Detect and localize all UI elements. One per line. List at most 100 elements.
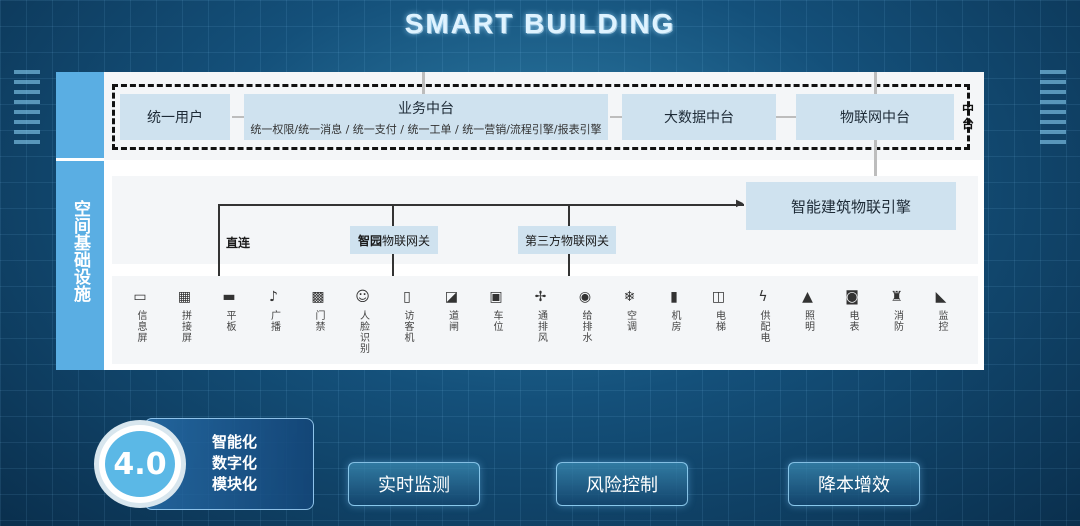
- barrier-gate-icon: ◪: [444, 289, 459, 305]
- smart-park-bold: 智园: [357, 233, 382, 248]
- meter-icon: ◙: [845, 289, 859, 305]
- visitor-machine-icon: ▯: [403, 289, 411, 305]
- device-item: ▩ 门禁: [306, 276, 330, 332]
- engine-connection-line: [218, 204, 744, 206]
- arrow-top-business: [422, 72, 425, 94]
- arrow-business-bigdata: [610, 116, 622, 118]
- arrow-iot-engine: [874, 140, 877, 180]
- middle-platform-label: 中台: [962, 102, 975, 131]
- device-item: ▦ 拼接屏: [173, 276, 197, 343]
- iot-center-label: 物联网中台: [840, 110, 910, 126]
- device-name: 通排风: [535, 310, 547, 343]
- device-item: ❄ 空调: [618, 276, 642, 332]
- device-name: 照明: [802, 310, 814, 332]
- face-recognition-icon: ☺: [355, 289, 370, 305]
- device-item: ϟ 供配电: [751, 276, 775, 343]
- parking-icon: ▣: [489, 289, 503, 305]
- iot-engine-block: 智能建筑物联引擎: [746, 182, 956, 230]
- server-room-icon: ▮: [670, 289, 678, 305]
- device-item: ▯ 访客机: [395, 276, 419, 343]
- badge-line-1: 智能化: [212, 433, 258, 451]
- elevator-icon: ◫: [711, 289, 726, 305]
- device-item: ◫ 电梯: [707, 276, 731, 332]
- water-pump-icon: ◉: [578, 289, 592, 305]
- unified-user-block: 统一用户: [120, 94, 230, 140]
- snowflake-icon: ❄: [623, 289, 636, 305]
- device-item: ✢ 通排风: [529, 276, 553, 343]
- smart-park-rest: 物联网关: [382, 233, 431, 248]
- device-name: 车位: [491, 310, 502, 332]
- business-center-sub-label: 统一权限/统一消息 / 统一支付 / 统一工单 / 统一营销/流程引擎/报表引擎: [250, 122, 602, 136]
- risk-control-button[interactable]: 风险控制: [556, 462, 688, 506]
- device-item: ▣ 车位: [484, 276, 508, 332]
- page-title: SMART BUILDING: [404, 8, 676, 39]
- smart-park-gateway-tag: 智园 物联网关: [350, 226, 438, 254]
- label-divider: [56, 158, 104, 161]
- right-decoration: [1040, 70, 1066, 370]
- device-name: 消防: [891, 310, 903, 332]
- tablet-icon: ▬: [222, 289, 236, 305]
- device-item: ♪ 广播: [262, 276, 286, 332]
- badge-value: 4.0: [105, 431, 175, 497]
- business-center-label: 业务中台: [398, 100, 454, 117]
- fan-icon: ✢: [534, 289, 547, 305]
- device-name: 信息屏: [135, 310, 146, 343]
- space-infrastructure-label: 空间基础设施: [70, 200, 90, 302]
- device-name: 电梯: [713, 310, 725, 332]
- device-name: 供配电: [758, 310, 769, 343]
- device-name: 电表: [847, 310, 858, 332]
- third-party-gateway-tag: 第三方物联网关: [518, 226, 616, 254]
- device-name: 机房: [669, 310, 680, 332]
- device-name: 平板: [224, 310, 235, 332]
- business-center-block: 业务中台 统一权限/统一消息 / 统一支付 / 统一工单 / 统一营销/流程引擎…: [244, 94, 608, 140]
- left-decoration: [14, 70, 40, 370]
- device-item: ◉给排水: [573, 276, 597, 343]
- device-item: ▮ 机房: [662, 276, 686, 332]
- middle-platform-dashed-box: [112, 84, 970, 150]
- device-item: ▬ 平板: [217, 276, 241, 332]
- arrow-user-business: [232, 116, 244, 118]
- arrow-bigdata-iot: [776, 116, 796, 118]
- device-name: 空调: [624, 310, 636, 332]
- engine-arrowhead: ▶: [736, 198, 744, 209]
- version-badge: 4.0 智能化 数字化 模块化: [94, 418, 314, 510]
- unified-user-label: 统一用户: [147, 110, 203, 126]
- qr-code-icon: ▩: [311, 289, 325, 305]
- badge-lines: 智能化 数字化 模块化: [212, 432, 257, 495]
- big-data-label: 大数据中台: [664, 110, 734, 126]
- lamp-icon: ▲: [802, 289, 813, 305]
- device-name: 监控: [936, 310, 947, 332]
- device-item: ◪ 道闸: [440, 276, 464, 332]
- device-name: 广播: [268, 310, 280, 332]
- direct-line: [218, 204, 220, 280]
- device-name: 道闸: [446, 310, 458, 332]
- cost-efficiency-button[interactable]: 降本增效: [788, 462, 920, 506]
- device-name: 访客机: [402, 310, 413, 343]
- device-item: ◙ 电表: [840, 276, 864, 332]
- realtime-monitoring-button[interactable]: 实时监测: [348, 462, 480, 506]
- label-column: 空间基础设施: [56, 72, 104, 370]
- device-name: 拼接屏: [179, 310, 191, 343]
- tiled-screen-icon: ▦: [177, 289, 192, 305]
- device-item: ♜ 消防: [885, 276, 909, 332]
- badge-circle: 4.0: [94, 420, 186, 508]
- monitor-icon: ▭: [133, 289, 147, 305]
- device-name: 门禁: [313, 310, 324, 332]
- architecture-panel: 空间基础设施 统一用户 业务中台 统一权限/统一消息 / 统一支付 / 统一工单…: [56, 72, 984, 370]
- device-item: ◣ 监控: [929, 276, 953, 332]
- iot-center-block: 物联网中台: [796, 94, 954, 140]
- badge-line-3: 模块化: [212, 475, 258, 493]
- device-name: 人脸识别: [357, 310, 369, 354]
- camera-icon: ◣: [935, 289, 947, 305]
- music-note-icon: ♪: [269, 289, 278, 305]
- hydrant-icon: ♜: [890, 289, 903, 305]
- arrow-top-iot: [874, 72, 877, 94]
- direct-label: 直连: [226, 236, 251, 250]
- device-item: ☺ 人脸识别: [351, 276, 375, 354]
- big-data-block: 大数据中台: [622, 94, 776, 140]
- power-icon: ϟ: [758, 289, 768, 305]
- badge-line-2: 数字化: [212, 454, 258, 472]
- iot-engine-label: 智能建筑物联引擎: [790, 197, 911, 216]
- device-row: ▭ 信息屏 ▦ 拼接屏 ▬ 平板 ♪ 广播 ▩ 门禁 ☺ 人脸识别 ▯ 访客机 ◪ 道闸 ▣ 车位 ✢ 通排风 ◉给排水…: [112, 276, 978, 364]
- device-item: ▲ 照明: [796, 276, 820, 332]
